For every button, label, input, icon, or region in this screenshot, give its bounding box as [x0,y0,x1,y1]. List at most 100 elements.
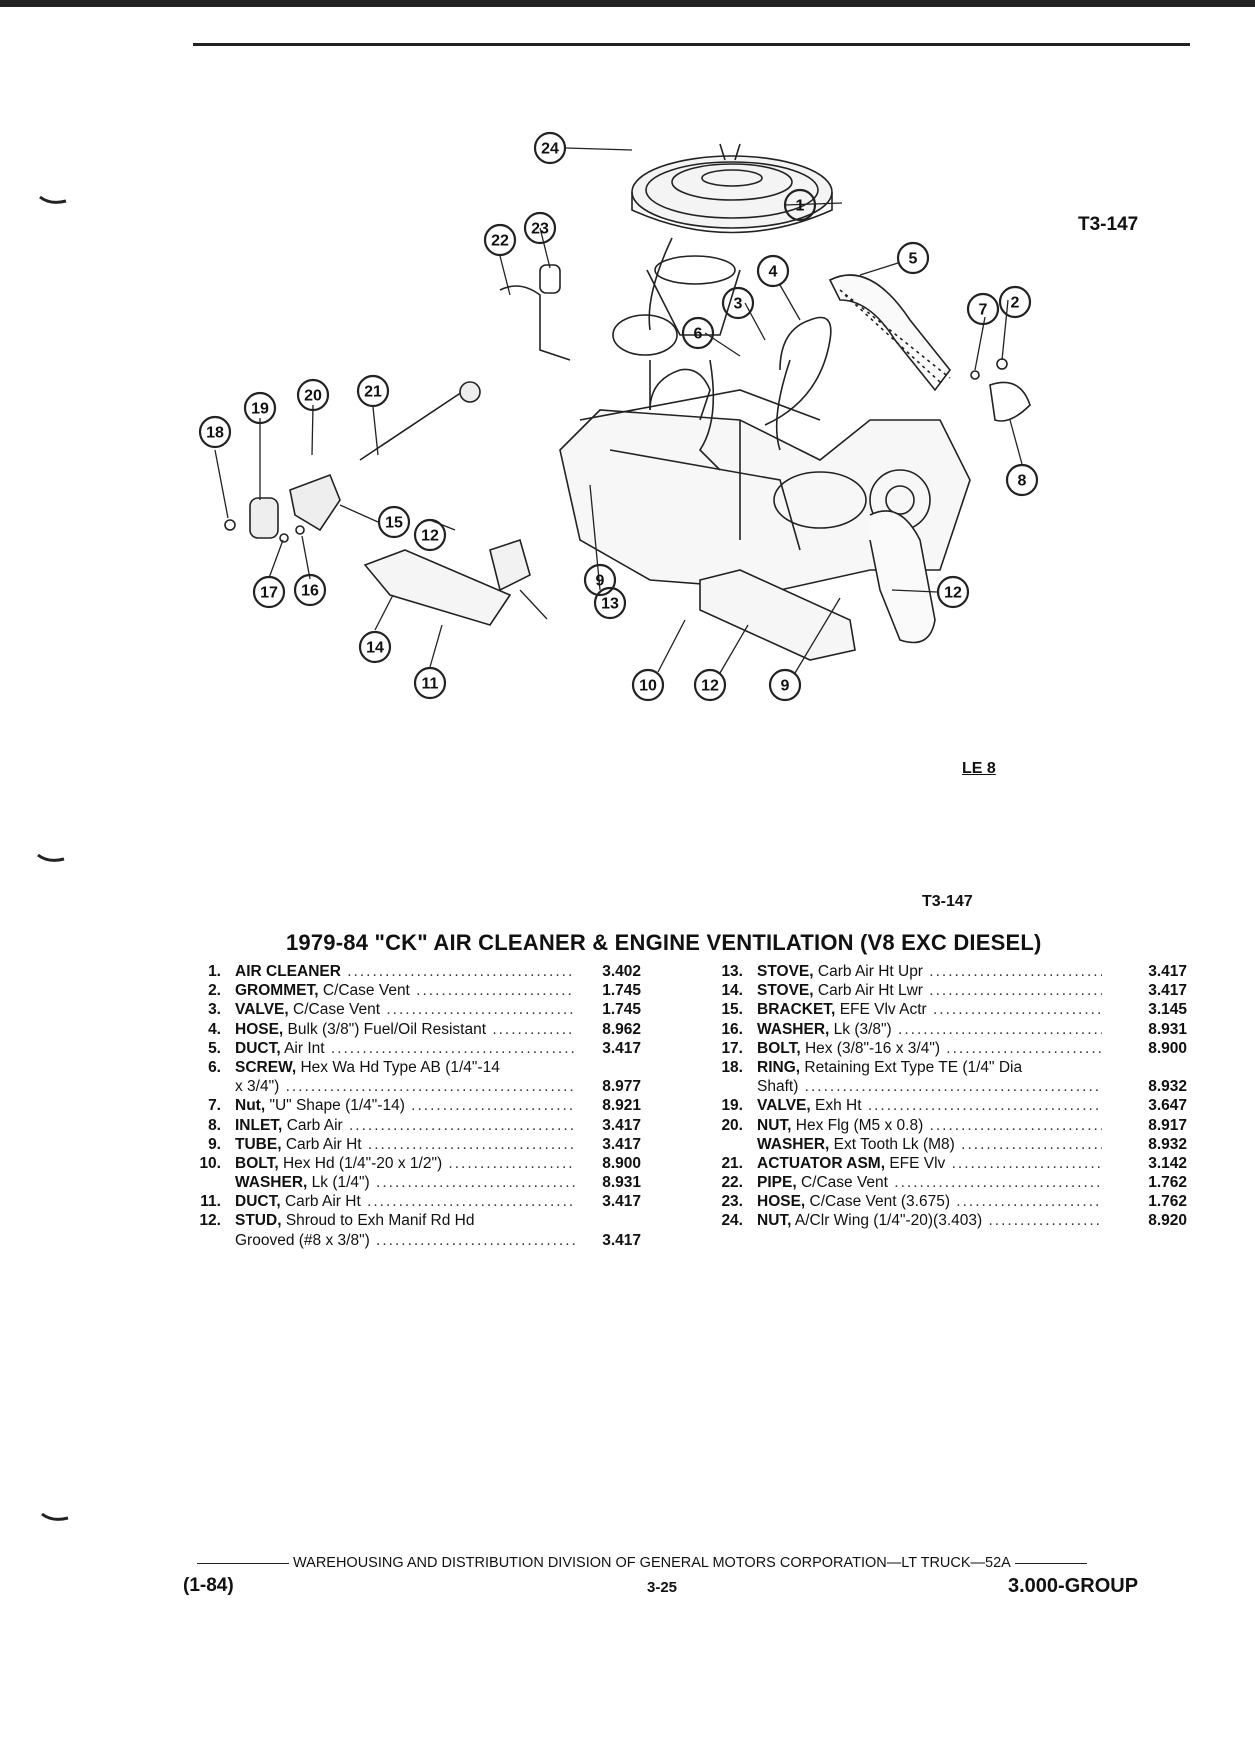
group-number: 1.745 [602,982,641,1000]
footer-rule-right [1014,1562,1087,1564]
group-number: 8.931 [1148,1020,1187,1038]
item-name: SCREW, [235,1058,297,1076]
parts-list-row: 21.ACTUATOR ASM, EFE Vlv ...............… [705,1154,1195,1173]
header-rule [193,43,1190,46]
parts-list-row: 24.NUT, A/Clr Wing (1/4"-20)(3.403) ....… [705,1211,1195,1230]
callout-number: 6 [694,326,703,343]
item-detail: Hex (3/8"-16 x 3/4") [804,1039,940,1057]
callout-number: 21 [364,384,382,401]
callout-number: 17 [260,585,278,602]
leader-dots: ........................................… [492,1020,575,1038]
item-name: WASHER, [757,1135,830,1153]
item-name: NUT, [757,1212,792,1230]
group-number: 8.932 [1148,1135,1187,1153]
callout-number: 18 [206,425,224,442]
top-border-rule [0,0,1255,7]
item-number: 23. [721,1193,743,1211]
item-name: PIPE, [757,1174,797,1192]
parts-list-row: 6.SCREW, Hex Wa Hd Type AB (1/4"-14 [183,1058,663,1077]
group-number: 8.962 [602,1020,641,1038]
leader-dots: ........................................… [386,1001,575,1019]
item-number: 14. [721,982,743,1000]
leader-dots: ........................................… [929,982,1102,1000]
group-number: 8.920 [1148,1212,1187,1230]
item-name: BRACKET, [757,1001,836,1019]
parts-list-row: 16.WASHER, Lk (3/8") ...................… [705,1020,1195,1039]
callout-number: 1 [796,198,805,215]
leader-dots: ........................................… [867,1097,1102,1115]
engine-block-illustration [559,314,971,591]
item-detail: Shroud to Exh Manif Rd Hd [285,1212,475,1230]
callout-number: 2 [1011,295,1020,312]
item-name: ACTUATOR ASM, [757,1154,886,1172]
callout-number: 12 [701,678,719,695]
group-number: 8.977 [602,1078,641,1096]
parts-list-row: 11.DUCT, Carb Air Ht ...................… [183,1192,663,1211]
item-description: GROMMET, C/Case Vent ...................… [235,981,575,1000]
parts-list-right-column: 13.STOVE, Carb Air Ht Upr ..............… [705,962,1195,1231]
parts-list-row: 14.STOVE, Carb Air Ht Lwr ..............… [705,981,1195,1000]
item-detail: C/Case Vent [322,982,410,1000]
item-description: x 3/4") ................................… [235,1077,575,1096]
bolt-17-illustration [279,533,289,543]
item-description: WASHER, Ext Tooth Lk (M8) ..............… [757,1135,1102,1154]
crankcase-vent-hose-illustration [764,316,832,426]
item-number: 3. [208,1001,221,1019]
item-description: TUBE, Carb Air Ht ......................… [235,1135,575,1154]
air-cleaner-illustration [631,143,833,336]
item-detail: EFE Vlv Actr [839,1001,927,1019]
leader-dots: ........................................… [894,1174,1102,1192]
callout-number: 9 [781,678,790,695]
item-description: VALVE, C/Case Vent .....................… [235,1000,575,1019]
item-number: 15. [721,1001,743,1019]
parts-list-row: 5.DUCT, Air Int ........................… [183,1039,663,1058]
parts-list-row: 15. BRACKET, EFE Vlv Actr ...............… [705,1000,1195,1019]
parts-list-row: WASHER, Ext Tooth Lk (M8) ..............… [705,1135,1195,1154]
item-description: RING, Retaining Ext Type TE (1/4" Dia [757,1058,1102,1077]
item-name: GROMMET, [235,982,319,1000]
item-description: BRACKET, EFE Vlv Actr ..................… [757,1000,1102,1019]
parts-list-row: 20.NUT, Hex Flg (M5 x 0.8) .............… [705,1116,1195,1135]
parts-list-row: WASHER, Lk (1/4") ......................… [183,1173,663,1192]
leader-dots: ........................................… [330,1039,575,1057]
item-description: NUT, Hex Flg (M5 x 0.8) ................… [757,1116,1102,1135]
u-nut-7-illustration [996,358,1008,370]
leader-dots: ........................................… [376,1174,575,1192]
item-detail: Retaining Ext Type TE (1/4" Dia [804,1058,1023,1076]
item-name: TUBE, [235,1135,282,1153]
item-name: STOVE, [757,963,814,980]
leader-dots: ........................................… [804,1078,1102,1096]
item-name: VALVE, [757,1097,811,1115]
punch-mark-3 [41,1512,69,1521]
callout-number: 8 [1018,473,1027,490]
item-description: HOSE, C/Case Vent (3.675) ..............… [757,1192,1102,1211]
item-detail: Hex Flg (M5 x 0.8) [795,1116,924,1134]
callout-number: 23 [531,221,549,238]
item-detail: Grooved (#8 x 3/8") [235,1231,370,1249]
parts-list-row: 2.GROMMET, C/Case Vent .................… [183,981,663,1000]
exhaust-heat-valve-illustration [249,497,279,539]
footer-division-text: WAREHOUSING AND DISTRIBUTION DIVISION OF… [293,1555,1011,1571]
parts-list-left-column: 1.AIR CLEANER ..........................… [183,962,663,1250]
item-number: 17. [721,1039,743,1057]
item-detail: Carb Air [286,1116,343,1134]
item-detail: Lk (3/8") [833,1020,892,1038]
callout-number: 7 [979,302,988,319]
item-detail: Hex Hd (1/4"-20 x 1/2") [282,1154,443,1172]
group-number: 3.417 [1148,982,1187,1000]
footer-division-line: WAREHOUSING AND DISTRIBUTION DIVISION OF… [193,1555,1155,1571]
item-description: WASHER, Lk (3/8") ......................… [757,1020,1102,1039]
callout-number: 24 [541,141,559,158]
footer-group-number: 3.000-GROUP [1008,1575,1139,1597]
parts-list-row: 4.HOSE, Bulk (3/8") Fuel/Oil Resistant .… [183,1020,663,1039]
item-detail: A/Clr Wing (1/4"-20)(3.403) [794,1212,983,1230]
item-name: VALVE, [235,1001,289,1019]
item-number: 9. [208,1135,221,1153]
item-detail: Exh Ht [815,1097,862,1115]
item-description: STOVE, Carb Air Ht Upr .................… [757,962,1102,981]
leader-dots: ........................................… [376,1231,575,1249]
stove-upper-illustration [489,538,531,592]
item-detail: Lk (1/4") [311,1174,370,1192]
item-name: AIR CLEANER [235,963,341,980]
leader-dots: ........................................… [347,963,575,980]
